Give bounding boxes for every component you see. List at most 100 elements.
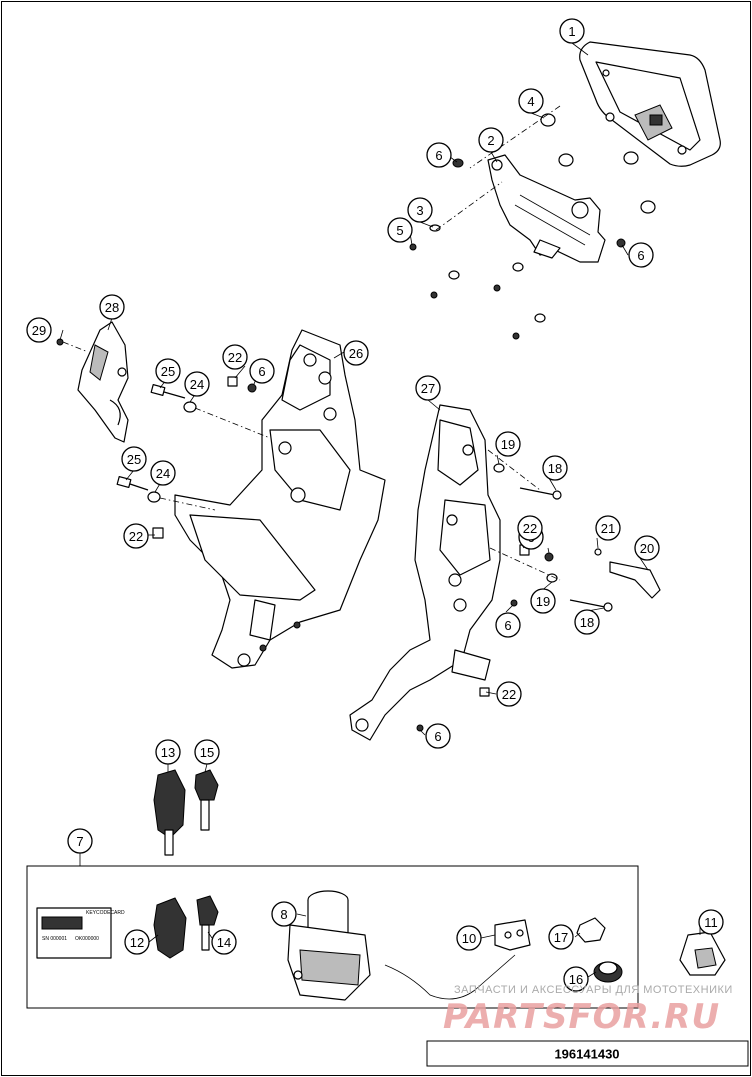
callout-label: 20 <box>640 541 654 556</box>
rubber-mounts <box>409 113 656 251</box>
callout-label: 15 <box>200 745 214 760</box>
reference-box <box>426 1040 749 1067</box>
callout-label: 19 <box>536 594 550 609</box>
callout-16: 16 <box>563 966 589 992</box>
callout-label: 28 <box>105 300 119 315</box>
callout-11: 11 <box>698 909 724 935</box>
callout-label: 2 <box>487 133 494 148</box>
key-card-sub: OK000000 <box>75 936 99 942</box>
callout-label: 24 <box>156 466 170 481</box>
callout-label: 25 <box>161 364 175 379</box>
callout-label: 6 <box>637 248 644 263</box>
key-code-card: KEYCODECARD SN 000001 OK000000 <box>36 907 125 959</box>
callout-label: 16 <box>569 972 583 987</box>
callout-label: 12 <box>130 935 144 950</box>
callout-10: 10 <box>456 925 482 951</box>
callout-label: 11 <box>704 915 718 930</box>
callout-24: 24 <box>150 460 176 486</box>
callout-5: 5 <box>387 217 413 243</box>
callout-25: 25 <box>155 358 181 384</box>
callout-label: 4 <box>527 94 534 109</box>
callout-26: 26 <box>343 340 369 366</box>
left-main-bracket <box>174 329 386 669</box>
nut <box>576 917 606 943</box>
callout-1: 1 <box>559 18 585 44</box>
kit-frame <box>26 865 639 1009</box>
dashboard-bracket <box>487 154 606 263</box>
callout-label: 26 <box>349 346 363 361</box>
callout-20: 20 <box>634 535 660 561</box>
callout-label: 1 <box>568 24 575 39</box>
dashboard-display <box>579 41 721 167</box>
callout-label: 14 <box>217 935 231 950</box>
callout-28: 28 <box>99 294 125 320</box>
callout-label: 6 <box>258 364 265 379</box>
right-main-bracket <box>349 404 501 741</box>
ignition-lock <box>287 890 371 1001</box>
callout-4: 4 <box>518 88 544 114</box>
right-screws <box>416 463 661 732</box>
key-card-code: SN 000001 <box>42 936 67 942</box>
callout-22: 22 <box>222 344 248 370</box>
callout-label: 25 <box>127 452 141 467</box>
callout-6: 6 <box>249 358 275 384</box>
callout-label: 18 <box>580 615 594 630</box>
callout-label: 10 <box>462 931 476 946</box>
callout-6: 6 <box>426 142 452 168</box>
callout-21: 21 <box>595 515 621 541</box>
callout-12: 12 <box>124 929 150 955</box>
lock-cover-insert <box>694 947 717 969</box>
callout-label: 27 <box>421 381 435 396</box>
callout-label: 17 <box>554 930 568 945</box>
switch-cylinder <box>593 961 623 983</box>
key-13 <box>153 769 186 856</box>
watermark-small: ЗАПЧАСТИ И АКСЕССУАРЫ ДЛЯ МОТОТЕХНИКИ <box>454 984 733 996</box>
callout-label: 24 <box>190 377 204 392</box>
callout-7: 7 <box>67 828 93 854</box>
callout-22: 22 <box>517 515 543 541</box>
callout-15: 15 <box>194 739 220 765</box>
left-screws <box>116 376 257 539</box>
callout-label: 6 <box>504 618 511 633</box>
callout-24: 24 <box>184 371 210 397</box>
callout-label: 8 <box>280 907 287 922</box>
callout-label: 6 <box>435 148 442 163</box>
callout-18: 18 <box>542 455 568 481</box>
callout-22: 22 <box>123 523 149 549</box>
callout-label: 7 <box>76 834 83 849</box>
key-12 <box>153 897 187 959</box>
callout-8: 8 <box>271 901 297 927</box>
callouts: 1234566666678101112131415161718181919202… <box>26 18 724 992</box>
callout-19: 19 <box>495 431 521 457</box>
callout-label: 21 <box>601 521 615 536</box>
callout-2: 2 <box>478 127 504 153</box>
callout-label: 19 <box>501 437 515 452</box>
callout-6: 6 <box>628 242 654 268</box>
callout-label: 22 <box>228 350 242 365</box>
callout-label: 22 <box>523 521 537 536</box>
callout-label: 29 <box>32 323 46 338</box>
callout-6: 6 <box>425 723 451 749</box>
callout-label: 22 <box>129 529 143 544</box>
reference-number: 196141430 <box>554 1047 619 1062</box>
callout-19: 19 <box>530 588 556 614</box>
watermark-big: PARTSFOR.RU <box>443 997 720 1037</box>
callout-label: 18 <box>548 461 562 476</box>
key-15 <box>194 769 219 831</box>
callout-label: 13 <box>161 745 175 760</box>
key-14 <box>196 895 219 926</box>
key-card-brand: KEYCODECARD <box>86 910 125 916</box>
callout-6: 6 <box>495 612 521 638</box>
callout-29: 29 <box>26 317 52 343</box>
loose-fasteners <box>430 262 546 340</box>
callout-13: 13 <box>155 739 181 765</box>
callout-22: 22 <box>496 681 522 707</box>
callout-25: 25 <box>121 446 147 472</box>
cable-bracket <box>384 919 531 1000</box>
callout-label: 22 <box>502 687 516 702</box>
callout-label: 3 <box>416 203 423 218</box>
callout-17: 17 <box>548 924 574 950</box>
key-14-blade <box>201 924 210 951</box>
